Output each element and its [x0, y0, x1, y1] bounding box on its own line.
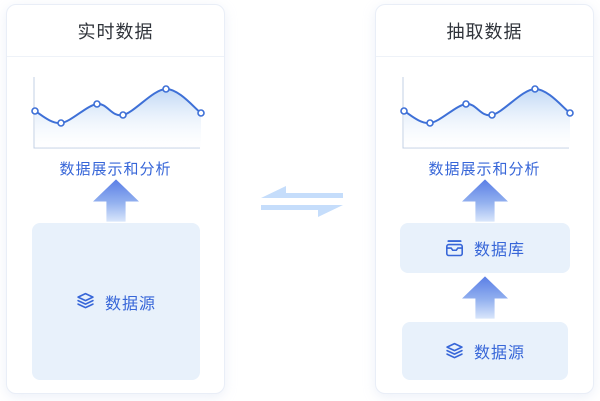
- chart-markers: [30, 85, 205, 127]
- up-arrow-icon: [461, 276, 508, 319]
- data-source-label: 数据源: [104, 295, 156, 313]
- data-source-box: 数据源: [401, 322, 568, 380]
- panel-title: 抽取数据: [446, 21, 523, 42]
- database-label: 数据库: [473, 242, 525, 259]
- inbox-database-icon: [445, 239, 463, 256]
- panel-header: 抽取数据: [376, 5, 593, 57]
- panel-body: 数据展示和分析 数据库: [376, 57, 593, 393]
- chart-area-fill: [34, 88, 201, 148]
- panel-header: 实时数据: [7, 5, 224, 57]
- chart-markers: [399, 85, 574, 127]
- chart-area-fill: [403, 88, 570, 148]
- panel-realtime-data: 实时数据 数据展示和分析 数据源: [6, 4, 225, 394]
- panel-body: 数据展示和分析 数据源: [7, 57, 224, 393]
- data-source-label: 数据源: [473, 345, 525, 362]
- database-box: 数据库: [399, 223, 570, 273]
- up-arrow-icon: [92, 179, 139, 222]
- layers-icon: [446, 342, 463, 358]
- layers-icon: [77, 292, 94, 309]
- chart-label: 数据展示和分析: [428, 161, 541, 178]
- panel-extracted-data: 抽取数据 数据展示和分析 数据库: [375, 4, 594, 394]
- up-arrow-icon: [461, 179, 508, 222]
- sparkline-chart: [399, 77, 574, 149]
- panel-title: 实时数据: [77, 21, 154, 42]
- swap-arrows-icon: [261, 186, 343, 217]
- sparkline-chart: [30, 77, 205, 149]
- data-source-box: 数据源: [31, 223, 200, 380]
- chart-label: 数据展示和分析: [59, 161, 172, 178]
